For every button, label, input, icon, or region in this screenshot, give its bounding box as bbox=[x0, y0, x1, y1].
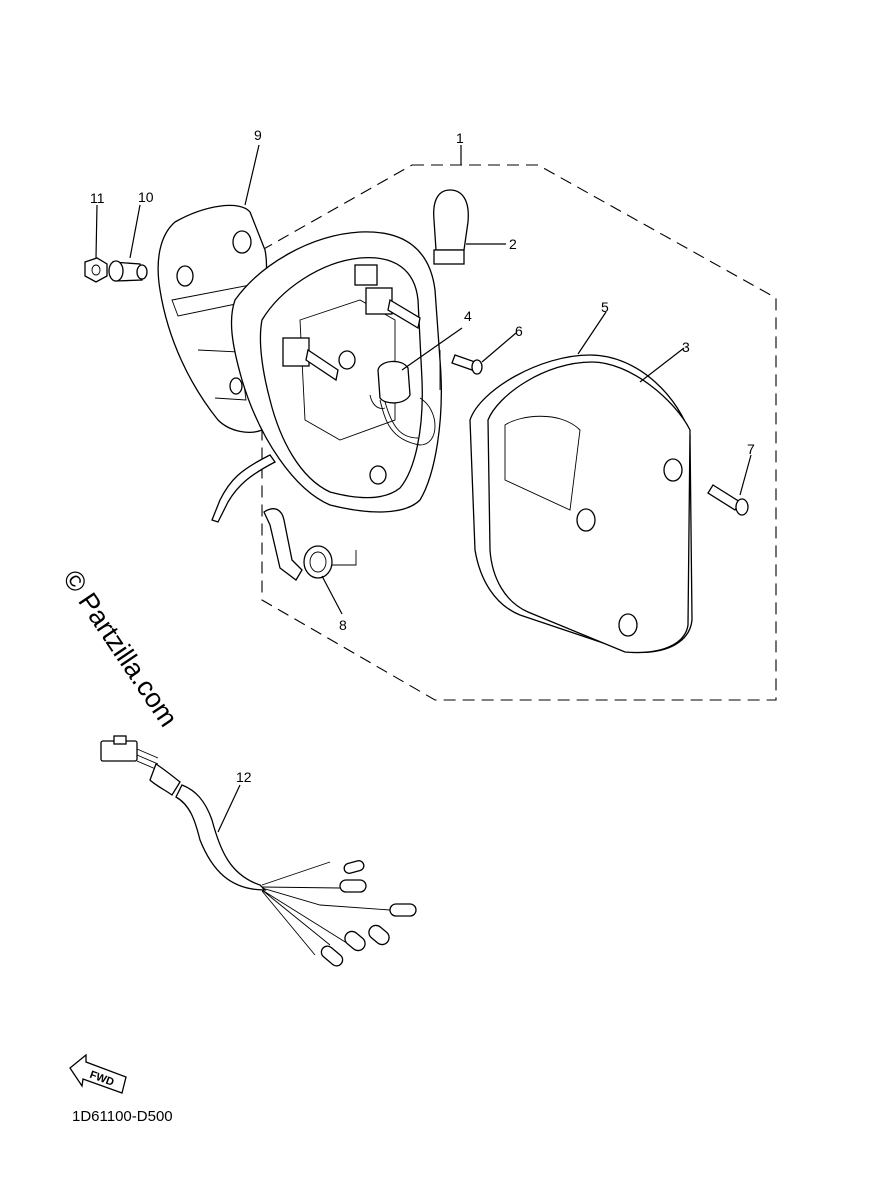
callout-11: 11 bbox=[90, 190, 105, 206]
callout-6: 6 bbox=[515, 323, 523, 339]
part-11-nut[interactable] bbox=[84, 257, 108, 283]
part-2-bulb[interactable] bbox=[433, 189, 469, 265]
part-3-lens[interactable] bbox=[487, 361, 691, 654]
callout-1: 1 bbox=[456, 130, 464, 146]
assembly-boundary bbox=[261, 164, 777, 701]
drawing-code: 1D61100-D500 bbox=[72, 1108, 173, 1125]
callout-9: 9 bbox=[254, 127, 262, 143]
callout-4: 4 bbox=[464, 308, 472, 324]
part-10-collar[interactable] bbox=[108, 260, 148, 282]
callout-5: 5 bbox=[601, 299, 609, 315]
callout-7: 7 bbox=[747, 441, 755, 457]
part-8-grommet[interactable] bbox=[263, 508, 333, 581]
lamp-housing bbox=[230, 231, 442, 513]
callout-3: 3 bbox=[682, 339, 690, 355]
callout-10: 10 bbox=[138, 189, 154, 205]
callout-12: 12 bbox=[236, 769, 252, 785]
watermark: © Partzilla.com bbox=[57, 565, 184, 733]
callout-2: 2 bbox=[509, 236, 517, 252]
part-12-harness[interactable] bbox=[100, 735, 417, 968]
part-7-screw[interactable] bbox=[707, 484, 749, 516]
forward-arrow-icon: FWD bbox=[69, 1053, 127, 1094]
part-6-screw[interactable] bbox=[451, 354, 483, 375]
part-9-bracket[interactable] bbox=[157, 204, 268, 433]
callout-8: 8 bbox=[339, 617, 347, 633]
part-4-socket[interactable] bbox=[369, 360, 436, 446]
